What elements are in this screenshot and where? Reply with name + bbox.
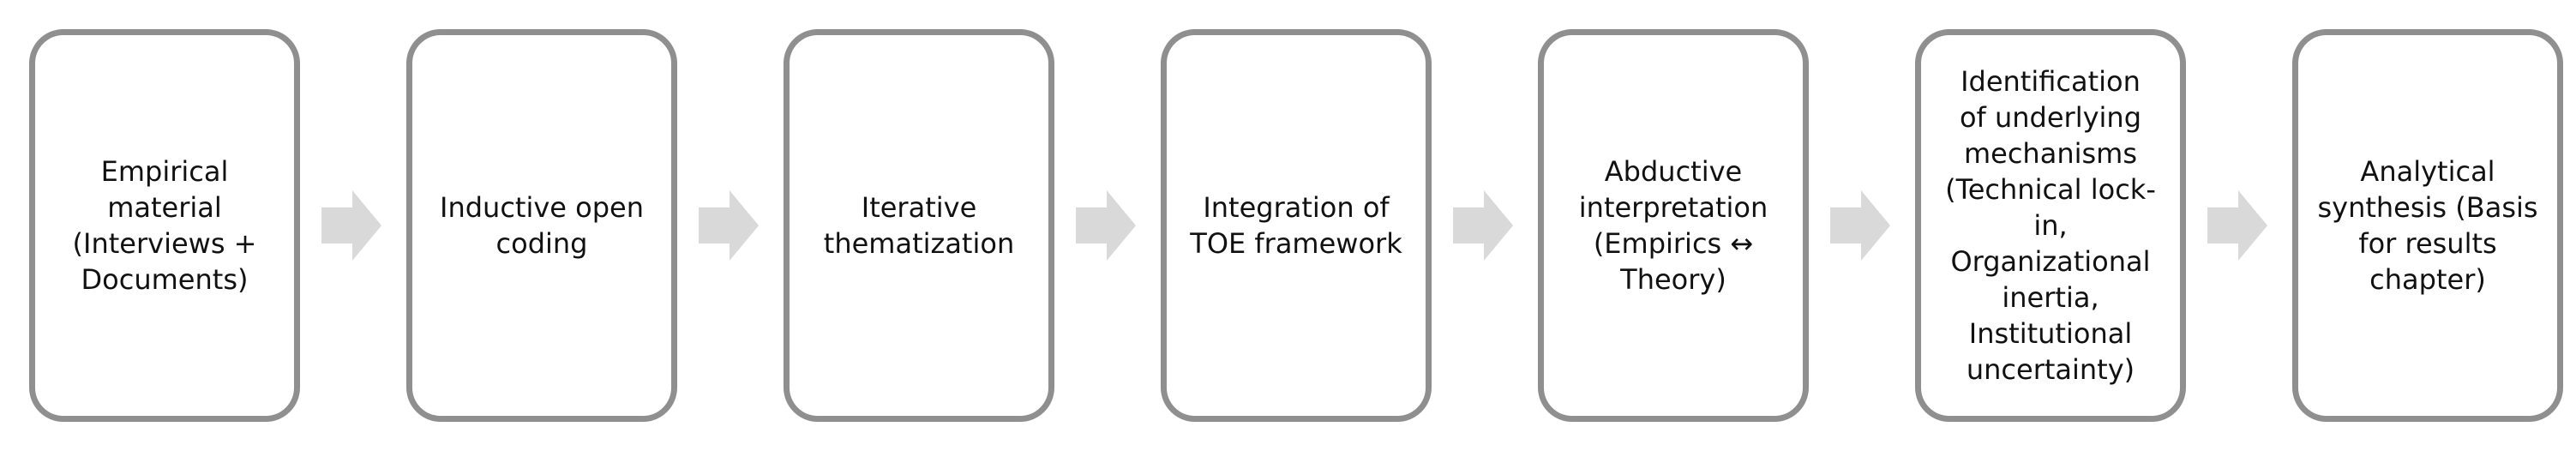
step-label: Identification of underlying mechanisms … — [1945, 65, 2156, 386]
flow-arrow-icon — [1076, 190, 1136, 261]
step-abductive-interpretation: Abductive interpretation (Empirics ↔ The… — [1538, 29, 1809, 422]
flow-arrow-icon — [321, 190, 381, 261]
flow-arrow-icon — [699, 190, 759, 261]
step-identification-mechanisms: Identification of underlying mechanisms … — [1915, 29, 2186, 422]
step-empirical-material: Empirical material (Interviews + Documen… — [29, 29, 300, 422]
step-label: Empirical material (Interviews + Documen… — [72, 155, 257, 296]
step-label: Inductive open coding — [440, 191, 644, 260]
step-inductive-open-coding: Inductive open coding — [406, 29, 677, 422]
step-iterative-thematization: Iterative thematization — [784, 29, 1054, 422]
step-integration-toe-framework: Integration of TOE framework — [1161, 29, 1432, 422]
flow-arrow-icon — [1453, 190, 1513, 261]
step-label: Integration of TOE framework — [1190, 191, 1402, 260]
step-label: Abductive interpretation (Empirics ↔ The… — [1578, 155, 1768, 296]
flow-arrow-icon — [2207, 190, 2267, 261]
flow-arrow-icon — [1830, 190, 1890, 261]
step-label: Iterative thematization — [823, 191, 1015, 260]
step-analytical-synthesis: Analytical synthesis (Basis for results … — [2292, 29, 2563, 422]
step-label: Analytical synthesis (Basis for results … — [2317, 155, 2538, 296]
